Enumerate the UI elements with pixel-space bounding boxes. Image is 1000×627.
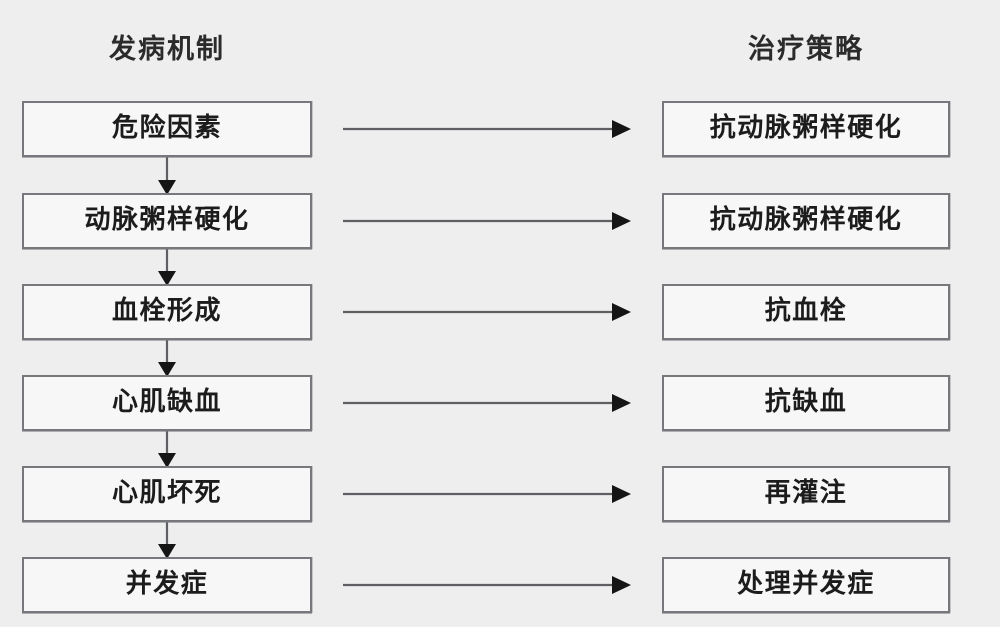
therapy-box[interactable]: 处理并发症 (662, 557, 950, 613)
mechanism-box-label: 危险因素 (111, 113, 222, 142)
therapy-box[interactable]: 抗动脉粥样硬化 (662, 101, 950, 157)
mechanism-box-label: 心肌坏死 (111, 478, 222, 507)
mechanism-box[interactable]: 心肌缺血 (22, 375, 312, 431)
mechanism-box-label: 并发症 (125, 569, 209, 598)
horizontal-arrow-head (612, 212, 631, 230)
mechanism-box-label: 血栓形成 (111, 296, 222, 325)
mechanism-box[interactable]: 心肌坏死 (22, 466, 312, 522)
therapy-box-label: 处理并发症 (737, 569, 875, 598)
therapy-box[interactable]: 抗缺血 (662, 375, 950, 431)
mechanism-box[interactable]: 并发症 (22, 557, 312, 613)
column-header-mechanism: 发病机制 (109, 34, 225, 64)
horizontal-arrow-head (612, 394, 631, 412)
horizontal-arrow-head (612, 303, 631, 321)
mechanism-box[interactable]: 动脉粥样硬化 (22, 193, 312, 249)
therapy-box[interactable]: 再灌注 (662, 466, 950, 522)
mechanism-box[interactable]: 危险因素 (22, 101, 312, 157)
column-header-therapy: 治疗策略 (748, 34, 864, 64)
mechanism-box-label: 动脉粥样硬化 (84, 205, 250, 234)
therapy-box[interactable]: 抗血栓 (662, 284, 950, 340)
therapy-box[interactable]: 抗动脉粥样硬化 (662, 193, 950, 249)
therapy-box-label: 抗动脉粥样硬化 (709, 113, 903, 142)
therapy-box-label: 抗缺血 (764, 387, 848, 416)
horizontal-arrow-group (343, 120, 631, 594)
mechanism-box-label: 心肌缺血 (111, 387, 222, 416)
horizontal-arrow-head (612, 485, 631, 503)
horizontal-arrow-head (612, 120, 631, 138)
therapy-box-label: 抗动脉粥样硬化 (709, 205, 903, 234)
mechanism-box[interactable]: 血栓形成 (22, 284, 312, 340)
horizontal-arrow-head (612, 576, 631, 594)
therapy-box-label: 抗血栓 (764, 296, 848, 325)
therapy-box-label: 再灌注 (764, 478, 848, 507)
